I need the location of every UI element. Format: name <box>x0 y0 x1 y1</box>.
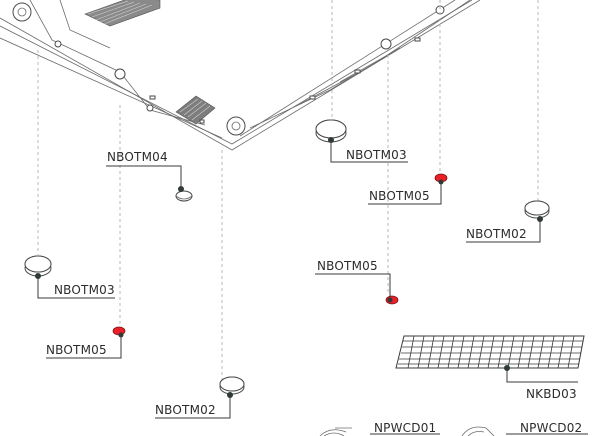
label-nbotm04: NBOTM04 <box>107 150 168 164</box>
label-nbotm02-right: NBOTM02 <box>466 227 527 241</box>
nbotm03-part-left <box>24 255 52 279</box>
label-nkbd03: NKBD03 <box>526 387 577 401</box>
vent-grille-bottom <box>175 95 216 125</box>
npwcd02-part <box>461 426 495 436</box>
label-nbotm05-left: NBOTM05 <box>46 343 107 357</box>
label-npwcd01: NPWCD01 <box>374 421 436 435</box>
case-screw-bosses <box>149 37 421 124</box>
guide-lines <box>37 0 539 380</box>
nbotm05-part-red-left <box>112 326 126 338</box>
bottom-case-chassis <box>0 0 481 151</box>
label-nbotm03-right: NBOTM03 <box>346 148 407 162</box>
keyboard-key-grid <box>398 335 583 369</box>
nbotm02-part-right <box>524 200 550 222</box>
label-nbotm05-middle: NBOTM05 <box>317 259 378 273</box>
npwcd01-part <box>319 427 352 436</box>
label-nbotm02-bottom: NBOTM02 <box>155 403 216 417</box>
label-nbotm03-left: NBOTM03 <box>54 283 115 297</box>
case-boss-fan <box>12 2 445 136</box>
keyboard-part <box>395 335 585 371</box>
nbotm04-part <box>175 186 193 202</box>
leader-lines <box>37 140 588 435</box>
nbotm05-part-red-middle <box>385 295 399 305</box>
nbotm03-part-right <box>315 119 347 143</box>
label-nbotm05-upper: NBOTM05 <box>369 189 430 203</box>
label-npwcd02: NPWCD02 <box>520 421 582 435</box>
nbotm02-part-bottom <box>219 376 245 398</box>
vent-grille-top <box>84 0 161 27</box>
